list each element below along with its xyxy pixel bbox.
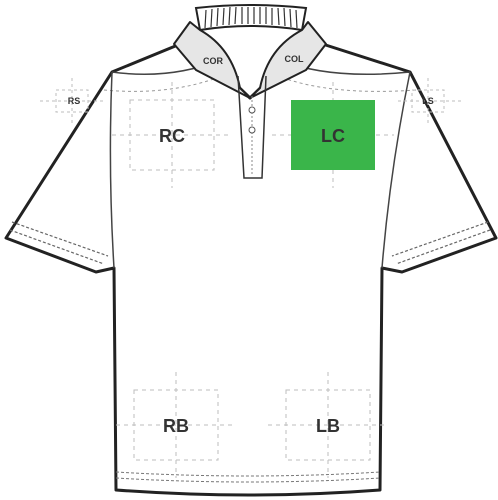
zone-cor-label: COR: [203, 56, 224, 66]
zone-ls-label: LS: [422, 96, 434, 106]
button-2: [249, 127, 255, 133]
zone-rs-label: RS: [68, 96, 81, 106]
zone-rb-label: RB: [163, 416, 189, 436]
zone-rc-label: RC: [159, 126, 185, 146]
zone-lb-label: LB: [316, 416, 340, 436]
zone-cor[interactable]: COR: [203, 56, 224, 66]
zone-lc-label: LC: [321, 126, 345, 146]
zone-col-label: COL: [285, 54, 305, 64]
button-1: [249, 107, 255, 113]
zone-col[interactable]: COL: [285, 54, 305, 64]
collar-back: [196, 5, 306, 30]
